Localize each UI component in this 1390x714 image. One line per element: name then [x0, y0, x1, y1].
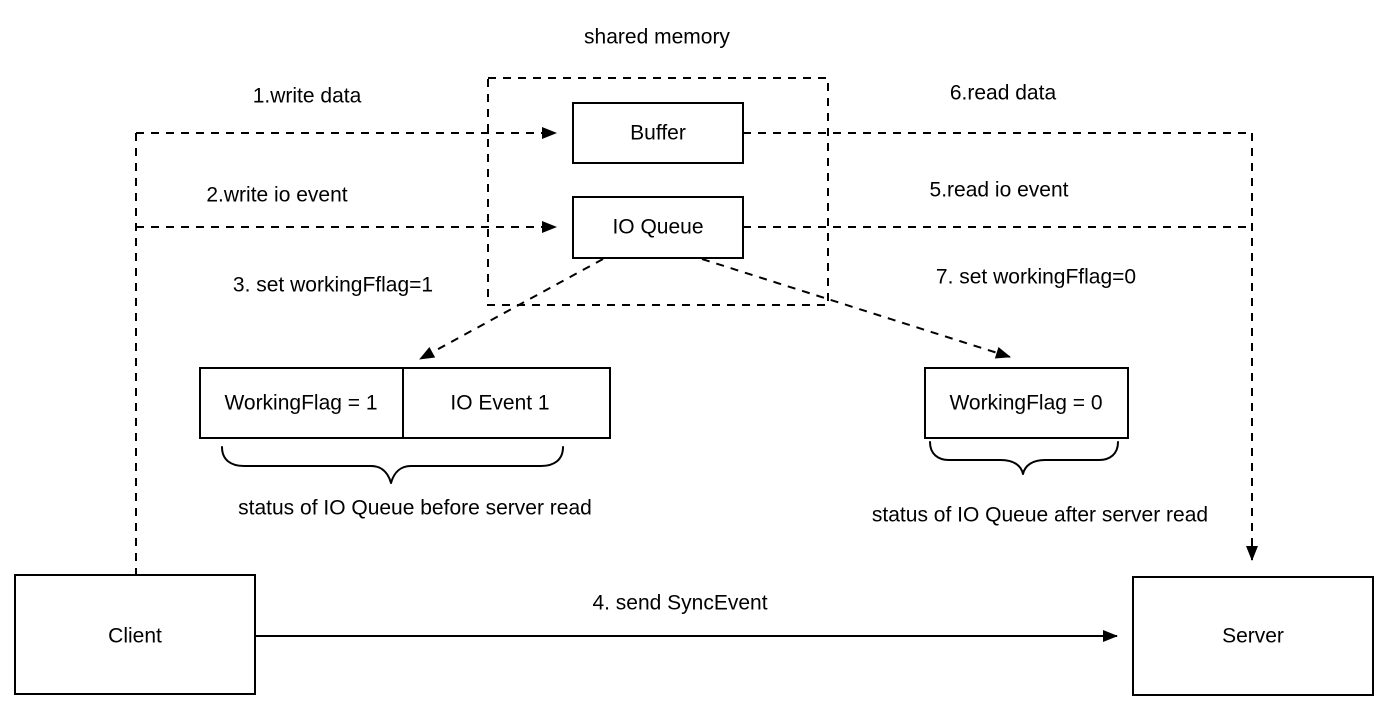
server-box — [1132, 576, 1374, 696]
step7-label: 7. set workingFflag=0 — [935, 265, 1137, 289]
step5-label: 5.read io event — [929, 178, 1069, 202]
buffer-box — [572, 102, 744, 164]
before-status-brace — [221, 446, 564, 484]
working-flag-1-label: WorkingFlag = 1 — [224, 391, 378, 415]
working-flag-0-label: WorkingFlag = 0 — [949, 391, 1103, 415]
server-label: Server — [1222, 624, 1284, 648]
status-before-box — [199, 367, 611, 439]
status-after-box — [924, 367, 1129, 439]
shared-memory-container — [487, 77, 829, 306]
buffer-label: Buffer — [630, 121, 686, 145]
step6-label: 6.read data — [949, 81, 1057, 105]
step2-label: 2.write io event — [206, 183, 348, 207]
io-queue-box — [572, 196, 744, 259]
after-read-caption: status of IO Queue after server read — [871, 503, 1209, 527]
step3-label: 3. set workingFflag=1 — [232, 273, 434, 297]
io-queue-label: IO Queue — [612, 215, 704, 239]
io-queue-to-before-status-arrow — [419, 258, 604, 360]
shared-memory-title: shared memory — [584, 25, 730, 49]
io-event-1-label: IO Event 1 — [450, 391, 550, 415]
client-label: Client — [108, 624, 162, 648]
client-box — [14, 574, 256, 695]
step1-label: 1.write data — [252, 84, 362, 108]
after-status-brace — [929, 441, 1119, 475]
step4-label: 4. send SyncEvent — [592, 591, 768, 615]
before-read-caption: status of IO Queue before server read — [238, 496, 592, 520]
